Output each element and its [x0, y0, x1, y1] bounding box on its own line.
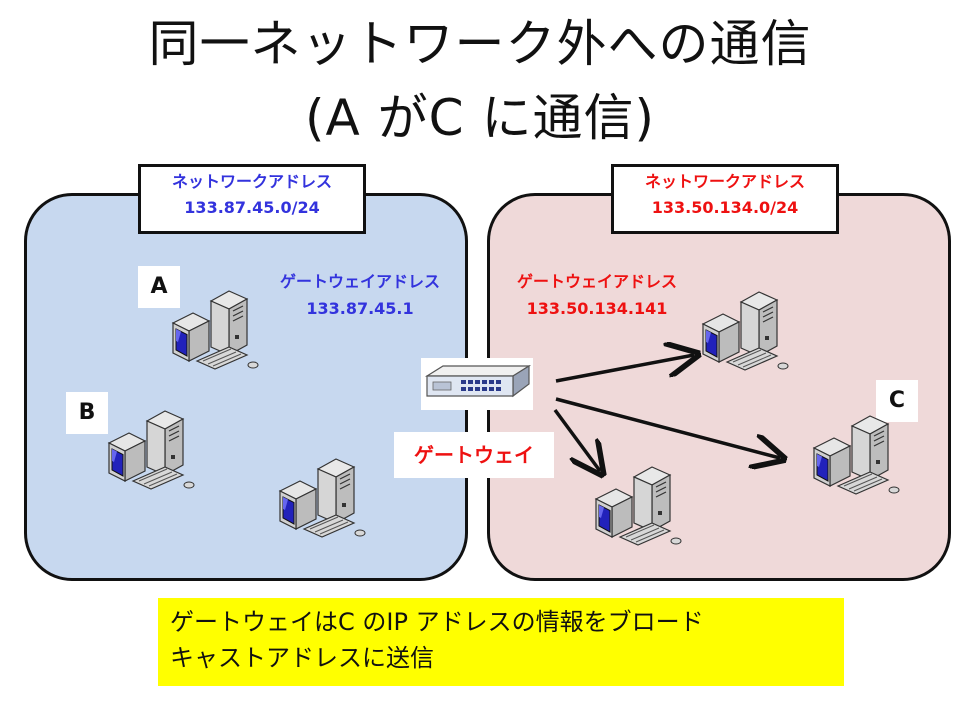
computer-icon [274, 455, 370, 543]
right-gateway-address-label: ゲートウェイアドレス [516, 272, 677, 291]
title-line-2: (A がC に通信) [305, 89, 655, 147]
left-network-address-label: ネットワークアドレス [171, 172, 332, 191]
computer-icon [697, 288, 793, 376]
gateway-device [421, 358, 533, 410]
node-label-b: B [66, 392, 108, 434]
left-gateway-address-value: 133.87.45.1 [306, 299, 414, 318]
left-network-address-box: ネットワークアドレス 133.87.45.0/24 [138, 164, 366, 234]
left-network-address-value: 133.87.45.0/24 [184, 198, 320, 217]
computer-icon [167, 287, 263, 375]
right-network-address-box: ネットワークアドレス 133.50.134.0/24 [611, 164, 839, 234]
right-gateway-address-value: 133.50.134.141 [526, 299, 668, 318]
gateway-label: ゲートウェイ [394, 432, 554, 478]
network-switch-icon [424, 364, 532, 398]
computer-icon [103, 407, 199, 495]
left-gateway-address: ゲートウェイアドレス 133.87.45.1 [250, 268, 470, 322]
explanation-note: ゲートウェイはC のIP アドレスの情報をブロード キャストアドレスに送信 [158, 598, 844, 686]
left-network-area [24, 193, 468, 581]
right-network-address-value: 133.50.134.0/24 [651, 198, 799, 217]
title-line-1: 同一ネットワーク外への通信 [148, 15, 812, 73]
right-network-area [487, 193, 951, 581]
node-label-c: C [876, 380, 918, 422]
note-line-2: キャストアドレスに送信 [170, 644, 434, 672]
right-gateway-address: ゲートウェイアドレス 133.50.134.141 [492, 268, 702, 322]
left-gateway-address-label: ゲートウェイアドレス [279, 272, 440, 291]
right-network-address-label: ネットワークアドレス [644, 172, 805, 191]
computer-icon [590, 463, 686, 551]
note-line-1: ゲートウェイはC のIP アドレスの情報をブロード [170, 608, 704, 636]
computer-icon [808, 412, 904, 500]
node-label-a: A [138, 266, 180, 308]
